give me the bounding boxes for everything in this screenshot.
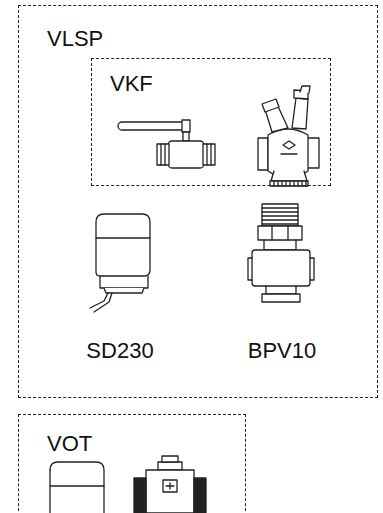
part-name: BPV10 [248, 340, 317, 362]
group-heading: VLSP [47, 28, 103, 50]
actuator-vot [50, 462, 104, 513]
part-name: SD230 [86, 340, 153, 362]
bypass-valve-bpv10 [248, 204, 314, 302]
actuator-sd230 [90, 214, 150, 312]
three-way-valve [134, 456, 206, 513]
group-heading: VKF [110, 73, 153, 95]
ball-valve [118, 120, 215, 168]
group-box: VLSP VKF [18, 5, 378, 398]
inner-group-box: VKF [91, 58, 331, 186]
group-heading: VOT [47, 433, 92, 455]
balancing-valve [258, 86, 319, 186]
group-box: VOT [18, 414, 246, 513]
